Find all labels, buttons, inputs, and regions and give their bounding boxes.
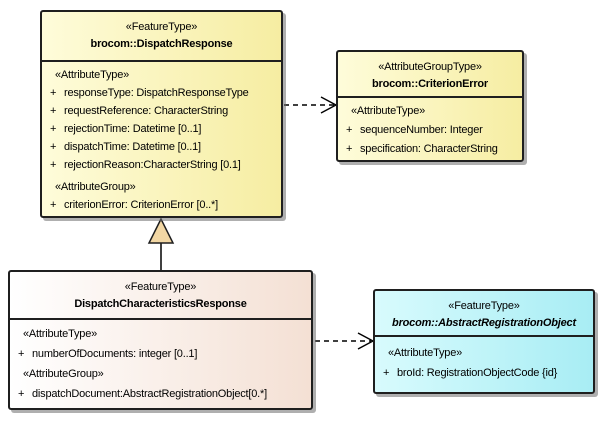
attribute-row[interactable]: + specification: CharacterString xyxy=(338,140,522,159)
class-dispatch-characteristics-response[interactable]: «FeatureType» DispatchCharacteristicsRes… xyxy=(8,270,313,410)
class-title-compartment: «FeatureType» brocom::AbstractRegistrati… xyxy=(375,291,593,337)
class-title-compartment: «FeatureType» DispatchCharacteristicsRes… xyxy=(10,272,311,320)
class-title-compartment: «AttributeGroupType» brocom::CriterionEr… xyxy=(338,52,522,98)
attribute-text: requestReference: CharacterString xyxy=(64,105,228,117)
stereotype-label: «AttributeGroupType» xyxy=(378,61,482,73)
visibility-marker: + xyxy=(50,141,57,153)
visibility-marker: + xyxy=(50,123,57,135)
attribute-row[interactable]: + dispatchTime: Datetime [0..1] xyxy=(42,138,281,156)
class-criterion-error[interactable]: «AttributeGroupType» brocom::CriterionEr… xyxy=(336,50,524,162)
stereotype-label: «FeatureType» xyxy=(448,300,520,312)
stereotype-label: «FeatureType» xyxy=(124,281,197,293)
dependency-arrow-dispatchcharacteristics-abstractregistrationobject[interactable] xyxy=(315,332,375,350)
class-attribute-compartment: «AttributeType» + broId: RegistrationObj… xyxy=(375,337,593,383)
open-arrowhead-icon xyxy=(357,332,375,350)
class-name: DispatchCharacteristicsResponse xyxy=(74,298,247,310)
visibility-marker: + xyxy=(50,105,57,117)
attribute-text: broId: RegistrationObjectCode {id} xyxy=(397,367,558,379)
attribute-row[interactable]: + rejectionTime: Datetime [0..1] xyxy=(42,120,281,138)
visibility-marker: + xyxy=(346,124,353,136)
visibility-marker: + xyxy=(383,367,390,379)
hollow-triangle-arrowhead-icon xyxy=(147,217,175,244)
dependency-arrow-dispatchresponse-criterionerror[interactable] xyxy=(284,96,338,114)
class-title-compartment: «FeatureType» brocom::DispatchResponse xyxy=(42,12,281,62)
attribute-text: rejectionTime: Datetime [0..1] xyxy=(64,123,202,135)
open-arrowhead-icon xyxy=(320,96,338,114)
section-header: «AttributeType» xyxy=(55,69,130,81)
class-name: brocom::CriterionError xyxy=(372,78,488,90)
class-attribute-compartment: «AttributeType» + responseType: Dispatch… xyxy=(42,62,281,214)
attribute-text: numberOfDocuments: integer [0..1] xyxy=(32,348,198,360)
class-name: brocom::DispatchResponse xyxy=(90,38,233,50)
attribute-row[interactable]: + numberOfDocuments: integer [0..1] xyxy=(10,344,311,364)
class-attribute-compartment: «AttributeType» + numberOfDocuments: int… xyxy=(10,320,311,404)
visibility-marker: + xyxy=(50,159,57,171)
attribute-text: sequenceNumber: Integer xyxy=(360,124,483,136)
section-header: «AttributeType» xyxy=(351,105,426,117)
section-header: «AttributeGroup» xyxy=(23,368,104,380)
attribute-text: responseType: DispatchResponseType xyxy=(64,87,249,99)
attribute-text: specification: CharacterString xyxy=(360,143,498,155)
attribute-text: dispatchDocument:AbstractRegistrationObj… xyxy=(32,388,267,400)
visibility-marker: + xyxy=(18,388,25,400)
attribute-text: criterionError: CriterionError [0..*] xyxy=(64,199,218,211)
visibility-marker: + xyxy=(50,199,57,211)
section-header: «AttributeType» xyxy=(388,347,463,359)
visibility-marker: + xyxy=(50,87,57,99)
class-attribute-compartment: «AttributeType» + sequenceNumber: Intege… xyxy=(338,98,522,159)
visibility-marker: + xyxy=(18,348,25,360)
attribute-row[interactable]: + dispatchDocument:AbstractRegistrationO… xyxy=(10,384,311,404)
attribute-text: dispatchTime: Datetime [0..1] xyxy=(64,141,201,153)
attribute-row[interactable]: + criterionError: CriterionError [0..*] xyxy=(42,196,281,214)
stereotype-label: «FeatureType» xyxy=(125,21,198,33)
visibility-marker: + xyxy=(346,143,353,155)
section-header: «AttributeGroup» xyxy=(55,181,136,193)
class-dispatch-response[interactable]: «FeatureType» brocom::DispatchResponse «… xyxy=(40,10,283,218)
class-abstract-registration-object[interactable]: «FeatureType» brocom::AbstractRegistrati… xyxy=(373,289,595,394)
attribute-row[interactable]: + requestReference: CharacterString xyxy=(42,102,281,120)
section-header: «AttributeType» xyxy=(23,328,98,340)
attribute-text: rejectionReason:CharacterString [0.1] xyxy=(64,159,241,171)
class-name: brocom::AbstractRegistrationObject xyxy=(392,317,576,329)
attribute-row[interactable]: + responseType: DispatchResponseType xyxy=(42,84,281,102)
attribute-row[interactable]: + broId: RegistrationObjectCode {id} xyxy=(375,363,593,383)
generalization-arrow[interactable] xyxy=(147,217,175,270)
attribute-row[interactable]: + rejectionReason:CharacterString [0.1] xyxy=(42,156,281,174)
attribute-row[interactable]: + sequenceNumber: Integer xyxy=(338,121,522,140)
